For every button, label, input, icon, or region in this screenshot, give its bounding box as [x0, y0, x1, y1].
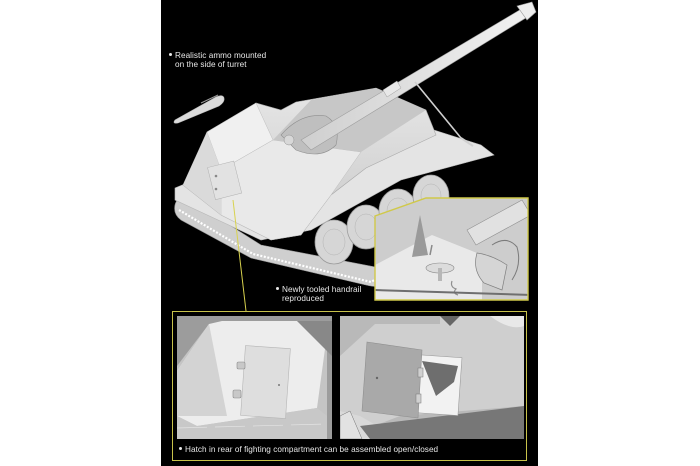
bullet-icon: [169, 53, 172, 57]
ammo-caption: Realistic ammo mounted on the side of tu…: [169, 51, 266, 69]
ammo-caption-line1: Realistic ammo mounted: [175, 51, 267, 60]
hatch-open-inset: [340, 316, 524, 439]
hatch-caption-line1: Hatch in rear of fighting compartment ca…: [185, 445, 439, 454]
handrail-caption-line1: Newly tooled handrail: [282, 285, 362, 294]
bullet-icon: [276, 287, 279, 291]
handrail-caption: Newly tooled handrail reproduced: [276, 285, 361, 303]
product-feature-panel: Realistic ammo mounted on the side of tu…: [161, 0, 538, 466]
hatch-callout-box: Hatch in rear of fighting compartment ca…: [172, 311, 527, 461]
callout-leader-line: [232, 199, 247, 312]
bullet-icon: [179, 447, 182, 451]
hatch-caption: Hatch in rear of fighting compartment ca…: [179, 445, 438, 454]
tank-render-image: [173, 1, 537, 287]
ammo-caption-line2: on the side of turret: [175, 60, 247, 70]
handrail-detail-inset: [372, 195, 531, 303]
ammo-round-image: [173, 94, 225, 124]
hatch-closed-inset: [177, 316, 332, 439]
handrail-caption-line2: reproduced: [282, 294, 324, 304]
